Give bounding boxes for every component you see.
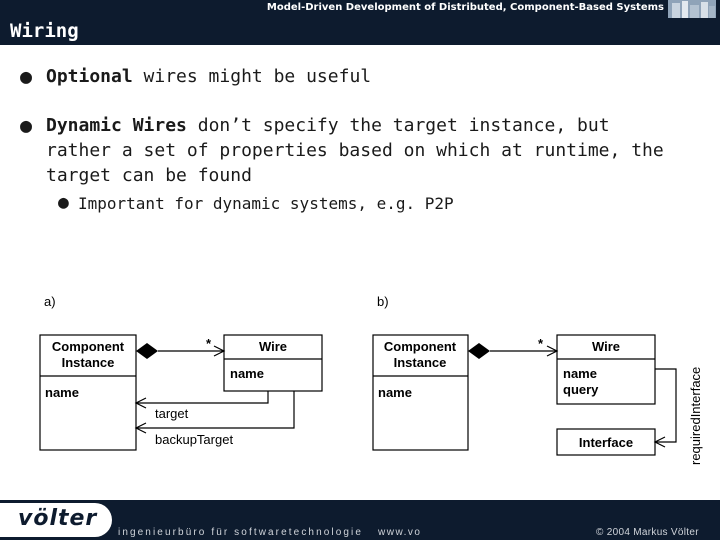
wire-class (556, 334, 656, 405)
role-target: target (155, 406, 189, 421)
wire-attr-name: name (563, 366, 597, 381)
composition-diamond-icon (468, 343, 490, 359)
wire-name: Wire (592, 339, 620, 354)
interface-class (556, 428, 656, 456)
diagram-a-label: a) (44, 294, 56, 309)
uml-diagrams: a) Component Instance name Wire name * t… (39, 294, 703, 465)
component-attr: name (45, 385, 79, 400)
arrowhead-icon (134, 397, 147, 409)
footer-tagline: ingenieurbüro für softwaretechnologie (118, 527, 364, 538)
component-instance-class (39, 334, 137, 451)
header-bar (0, 0, 720, 45)
course-title: Model-Driven Development of Distributed,… (266, 2, 664, 13)
component-name-line1: Component (384, 339, 457, 354)
wire-attr-query: query (563, 382, 599, 397)
bullet-icon: ● (20, 64, 33, 88)
arrowhead-icon (546, 345, 559, 357)
bullet-text: don’t specify the target instance, but r… (46, 115, 664, 186)
multiplicity-label: * (206, 336, 212, 351)
sub-bullet-icon: ● (58, 192, 69, 213)
bullet-text: wires might be useful (132, 66, 372, 87)
diagram-b: b) Component Instance name Wire name que… (372, 294, 703, 465)
component-name-line1: Component (52, 339, 125, 354)
component-name-line2: Instance (62, 355, 115, 370)
interface-name: Interface (579, 435, 633, 450)
component-name-line2: Instance (394, 355, 447, 370)
composition-diamond-icon (136, 343, 158, 359)
role-required-interface: requiredInterface (688, 367, 703, 465)
logo-text: völter (18, 506, 98, 531)
footer-copyright: © 2004 Markus Völter (596, 527, 699, 538)
arrowhead-icon (653, 436, 666, 448)
bullet-bold: Dynamic Wires (46, 115, 187, 136)
arrowhead-icon (213, 345, 226, 357)
component-instance-class (372, 334, 469, 451)
bullet-optional-wires: ● Optional wires might be useful (20, 64, 686, 89)
wire-attr: name (230, 366, 264, 381)
voelter-logo (0, 503, 112, 537)
footer-website[interactable]: www.vo (378, 527, 422, 538)
arrowhead-icon (134, 422, 147, 434)
bullet-dynamic-wires: ● Dynamic Wires don’t specify the target … (20, 113, 676, 188)
bullet-icon: ● (20, 113, 33, 137)
component-attr: name (378, 385, 412, 400)
diagram-b-label: b) (377, 294, 389, 309)
sub-bullet-text: Important for dynamic systems, e.g. P2P (78, 194, 454, 213)
sub-bullet-p2p: ● Important for dynamic systems, e.g. P2P (58, 192, 454, 215)
bullet-bold: Optional (46, 66, 133, 87)
diagram-a: a) Component Instance name Wire name * t… (39, 294, 323, 451)
wire-class (223, 334, 323, 392)
slide-title: Wiring (10, 20, 79, 42)
building-image-icon (668, 0, 716, 18)
wire-name: Wire (259, 339, 287, 354)
multiplicity-label: * (538, 336, 544, 351)
footer-bar (0, 500, 720, 540)
role-backup-target: backupTarget (155, 432, 233, 447)
